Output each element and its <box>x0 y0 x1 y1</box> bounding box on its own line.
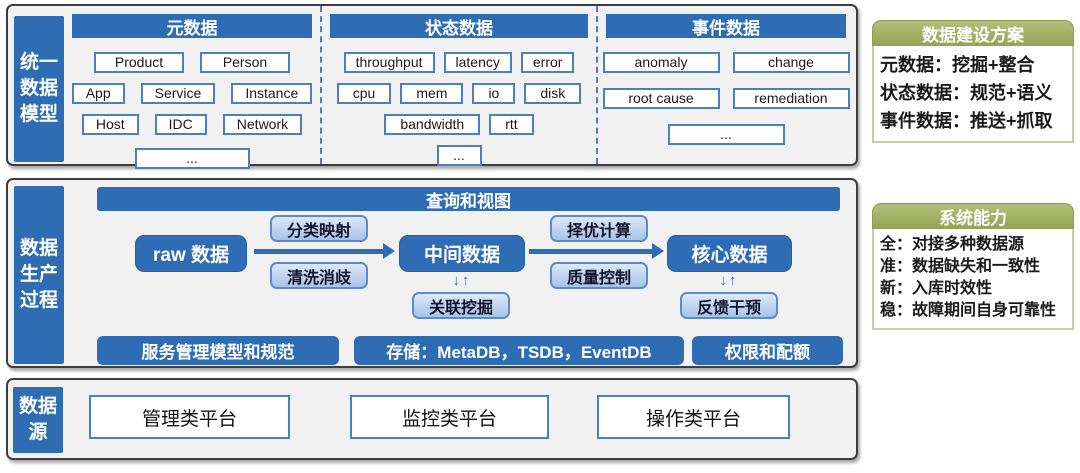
model-field-box: mem <box>400 83 464 104</box>
side-panel-line: 全：对接多种数据源 <box>880 236 1025 253</box>
model-field-box: change <box>732 52 850 73</box>
model-field-row: throughput latency error <box>326 52 592 73</box>
model-field-box: throughput <box>343 52 435 73</box>
model-field-box: rtt <box>489 114 534 135</box>
node-core-data: 核心数据 <box>667 235 792 272</box>
column-header-meta: 元数据 <box>72 14 312 38</box>
right-arrow-icon <box>254 243 395 259</box>
model-field-box: Person <box>200 52 290 73</box>
platform-box: 监控类平台 <box>350 395 549 439</box>
process-classification-mapping: 分类映射 <box>270 215 368 242</box>
model-field-box: Instance <box>231 83 313 104</box>
process-association-mining: 关联挖掘 <box>412 292 510 319</box>
model-field-box: Network <box>222 114 303 135</box>
process-cleaning-disambiguation: 清洗消歧 <box>270 262 368 289</box>
model-field-row: ... <box>68 148 316 169</box>
service-management-model-bar: 服务管理模型和规范 <box>97 336 339 365</box>
model-field-box: error <box>520 52 575 73</box>
data-sources-label: 数据 源 <box>13 387 63 453</box>
process-feedback-intervention: 反馈干预 <box>680 292 778 319</box>
model-field-box: App <box>71 83 125 104</box>
model-field-row: ... <box>326 145 592 166</box>
permissions-quota-bar: 权限和配额 <box>692 336 843 365</box>
section-data-production: 数据 生产 过程 查询和视图 raw 数据 中间数据 核心数据 分类映射 清洗消… <box>6 178 858 368</box>
model-field-box: root cause <box>602 88 720 109</box>
model-field-row: App Service Instance <box>68 83 316 104</box>
model-field-box: disk <box>524 83 582 104</box>
column-header-status: 状态数据 <box>330 14 588 38</box>
model-field-row: anomaly change <box>602 52 850 73</box>
side-panel-line: 状态数据：规范+语义 <box>880 83 1053 103</box>
up-down-arrows-icon: ↓↑ <box>452 272 472 289</box>
side-panel-line: 稳：故障期间自身可靠性 <box>880 302 1057 319</box>
model-field-box: Host <box>81 114 139 135</box>
model-field-box: ... <box>667 124 785 145</box>
model-column-event: 事件数据 anomaly change root cause remediation..… <box>596 6 854 164</box>
node-raw-data: raw 数据 <box>135 235 247 272</box>
column-header-event: 事件数据 <box>606 14 846 38</box>
side-panel: 系统能力全：对接多种数据源准：数据缺失和一致性新：入库时效性稳：故障期间自身可靠… <box>872 203 1074 330</box>
model-field-row: bandwidth rtt <box>326 114 592 135</box>
side-panel: 数据建设方案元数据：挖掘+整合状态数据：规范+语义事件数据：推送+抓取 <box>872 20 1074 143</box>
side-panel-title: 系统能力 <box>872 203 1074 229</box>
model-field-box: io <box>472 83 516 104</box>
model-field-box: bandwidth <box>384 114 481 135</box>
up-down-arrows-icon: ↓↑ <box>719 272 739 289</box>
side-panel-line: 新：入库时效性 <box>880 280 993 297</box>
model-field-box: cpu <box>336 83 392 104</box>
model-field-box: IDC <box>154 114 207 135</box>
side-panel-body: 元数据：挖掘+整合状态数据：规范+语义事件数据：推送+抓取 <box>872 46 1074 143</box>
model-field-row: Product Person <box>68 52 316 73</box>
model-field-box: remediation <box>732 88 850 109</box>
right-arrow-icon <box>529 243 664 259</box>
model-field-row: ... <box>602 124 850 145</box>
process-optimal-computation: 择优计算 <box>550 215 648 242</box>
model-field-row: Host IDC Network <box>68 114 316 135</box>
query-and-view-bar: 查询和视图 <box>97 187 840 211</box>
model-field-box: ... <box>134 148 250 169</box>
side-panel-line: 事件数据：推送+抓取 <box>880 111 1053 131</box>
model-field-box: ... <box>436 145 482 166</box>
platform-box: 管理类平台 <box>89 395 290 439</box>
side-panel-title: 数据建设方案 <box>872 20 1074 46</box>
process-quality-control: 质量控制 <box>550 262 648 289</box>
side-panel-body: 全：对接多种数据源准：数据缺失和一致性新：入库时效性稳：故障期间自身可靠性 <box>872 229 1074 330</box>
side-panel-line: 元数据：挖掘+整合 <box>880 55 1035 75</box>
model-field-box: latency <box>443 52 512 73</box>
storage-databases-bar: 存储：MetaDB，TSDB，EventDB <box>354 336 684 365</box>
section-data-sources: 数据 源 管理类平台 监控类平台 操作类平台 <box>6 378 858 460</box>
side-panel-line: 准：数据缺失和一致性 <box>880 258 1041 275</box>
platform-box: 操作类平台 <box>597 395 790 439</box>
unified-data-model-label: 统一 数据 模型 <box>14 16 64 162</box>
model-field-row: root cause remediation <box>602 88 850 109</box>
model-field-box: anomaly <box>602 52 720 73</box>
model-field-box: Service <box>140 83 216 104</box>
model-field-box: Product <box>94 52 184 73</box>
node-intermediate-data: 中间数据 <box>399 235 525 272</box>
data-production-label: 数据 生产 过程 <box>14 186 64 364</box>
